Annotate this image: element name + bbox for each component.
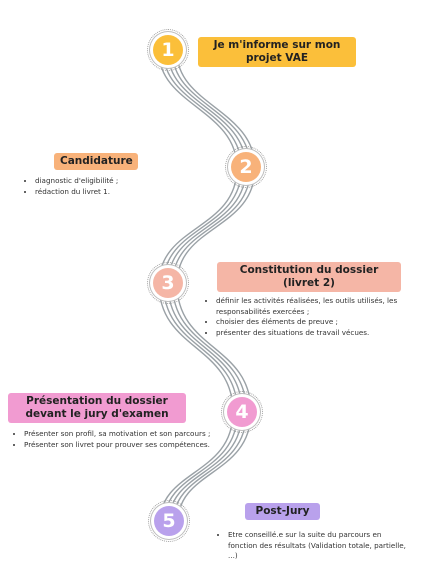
list-item: rédaction du livret 1. [35, 187, 185, 198]
step-2-number: 2 [239, 156, 253, 178]
step-4-circle: 4 [221, 391, 263, 433]
step-2-circle: 2 [225, 146, 267, 188]
road-lane-line [158, 167, 238, 285]
list-item: choisier des éléments de preuve ; [216, 317, 430, 328]
road-lane-line [177, 411, 252, 523]
road-lane-line [167, 167, 247, 285]
step-4-title: Présentation du dossier devant le jury d… [8, 393, 186, 423]
road-lane-line [176, 51, 256, 169]
list-item: présenter des situations de travail vécu… [216, 328, 430, 339]
list-item: Etre conseillé.e sur la suite du parcour… [228, 530, 408, 562]
road-lane-line [171, 167, 252, 285]
step-1-title: Je m'informe sur mon projet VAE [198, 37, 356, 67]
step-3-number: 3 [161, 272, 175, 294]
road-lane-line [171, 51, 252, 169]
step-5-number: 5 [162, 510, 176, 532]
road-lane-line [172, 411, 248, 523]
step-2-list: diagnostic d'eligibilité ; rédaction du … [22, 176, 185, 197]
step-1-number: 1 [161, 39, 175, 61]
road-lane-line [176, 283, 252, 413]
road-lane-line [162, 51, 243, 169]
road-lane-line [158, 51, 238, 169]
road-lane-line [163, 411, 239, 523]
road-lane-line [162, 167, 243, 285]
road-lane-line [167, 283, 243, 413]
step-4-number: 4 [235, 401, 249, 423]
road-lane-line [171, 283, 248, 413]
road-lane-line [159, 411, 234, 523]
list-item: diagnostic d'eligibilité ; [35, 176, 185, 187]
road-lane-line [158, 283, 234, 413]
road-lane-line [176, 167, 256, 285]
step-3-list: définir les activités réalisées, les out… [203, 296, 430, 338]
list-item: Présenter son livret pour prouver ses co… [24, 440, 212, 451]
step-4-list: Présenter son profil, sa motivation et s… [11, 429, 212, 450]
list-item: Présenter son profil, sa motivation et s… [24, 429, 212, 440]
step-5-title: Post-Jury [245, 503, 320, 520]
road-lane-line [162, 283, 239, 413]
step-5-circle: 5 [148, 500, 190, 542]
step-2-title: Candidature [54, 153, 138, 170]
road-lane-line [168, 411, 243, 523]
step-3-title: Constitution du dossier (livret 2) [217, 262, 401, 292]
list-item: définir les activités réalisées, les out… [216, 296, 430, 317]
road-lane-line [167, 51, 247, 169]
step-5-list: Etre conseillé.e sur la suite du parcour… [215, 530, 408, 562]
step-1-circle: 1 [147, 29, 189, 71]
step-3-circle: 3 [147, 262, 189, 304]
